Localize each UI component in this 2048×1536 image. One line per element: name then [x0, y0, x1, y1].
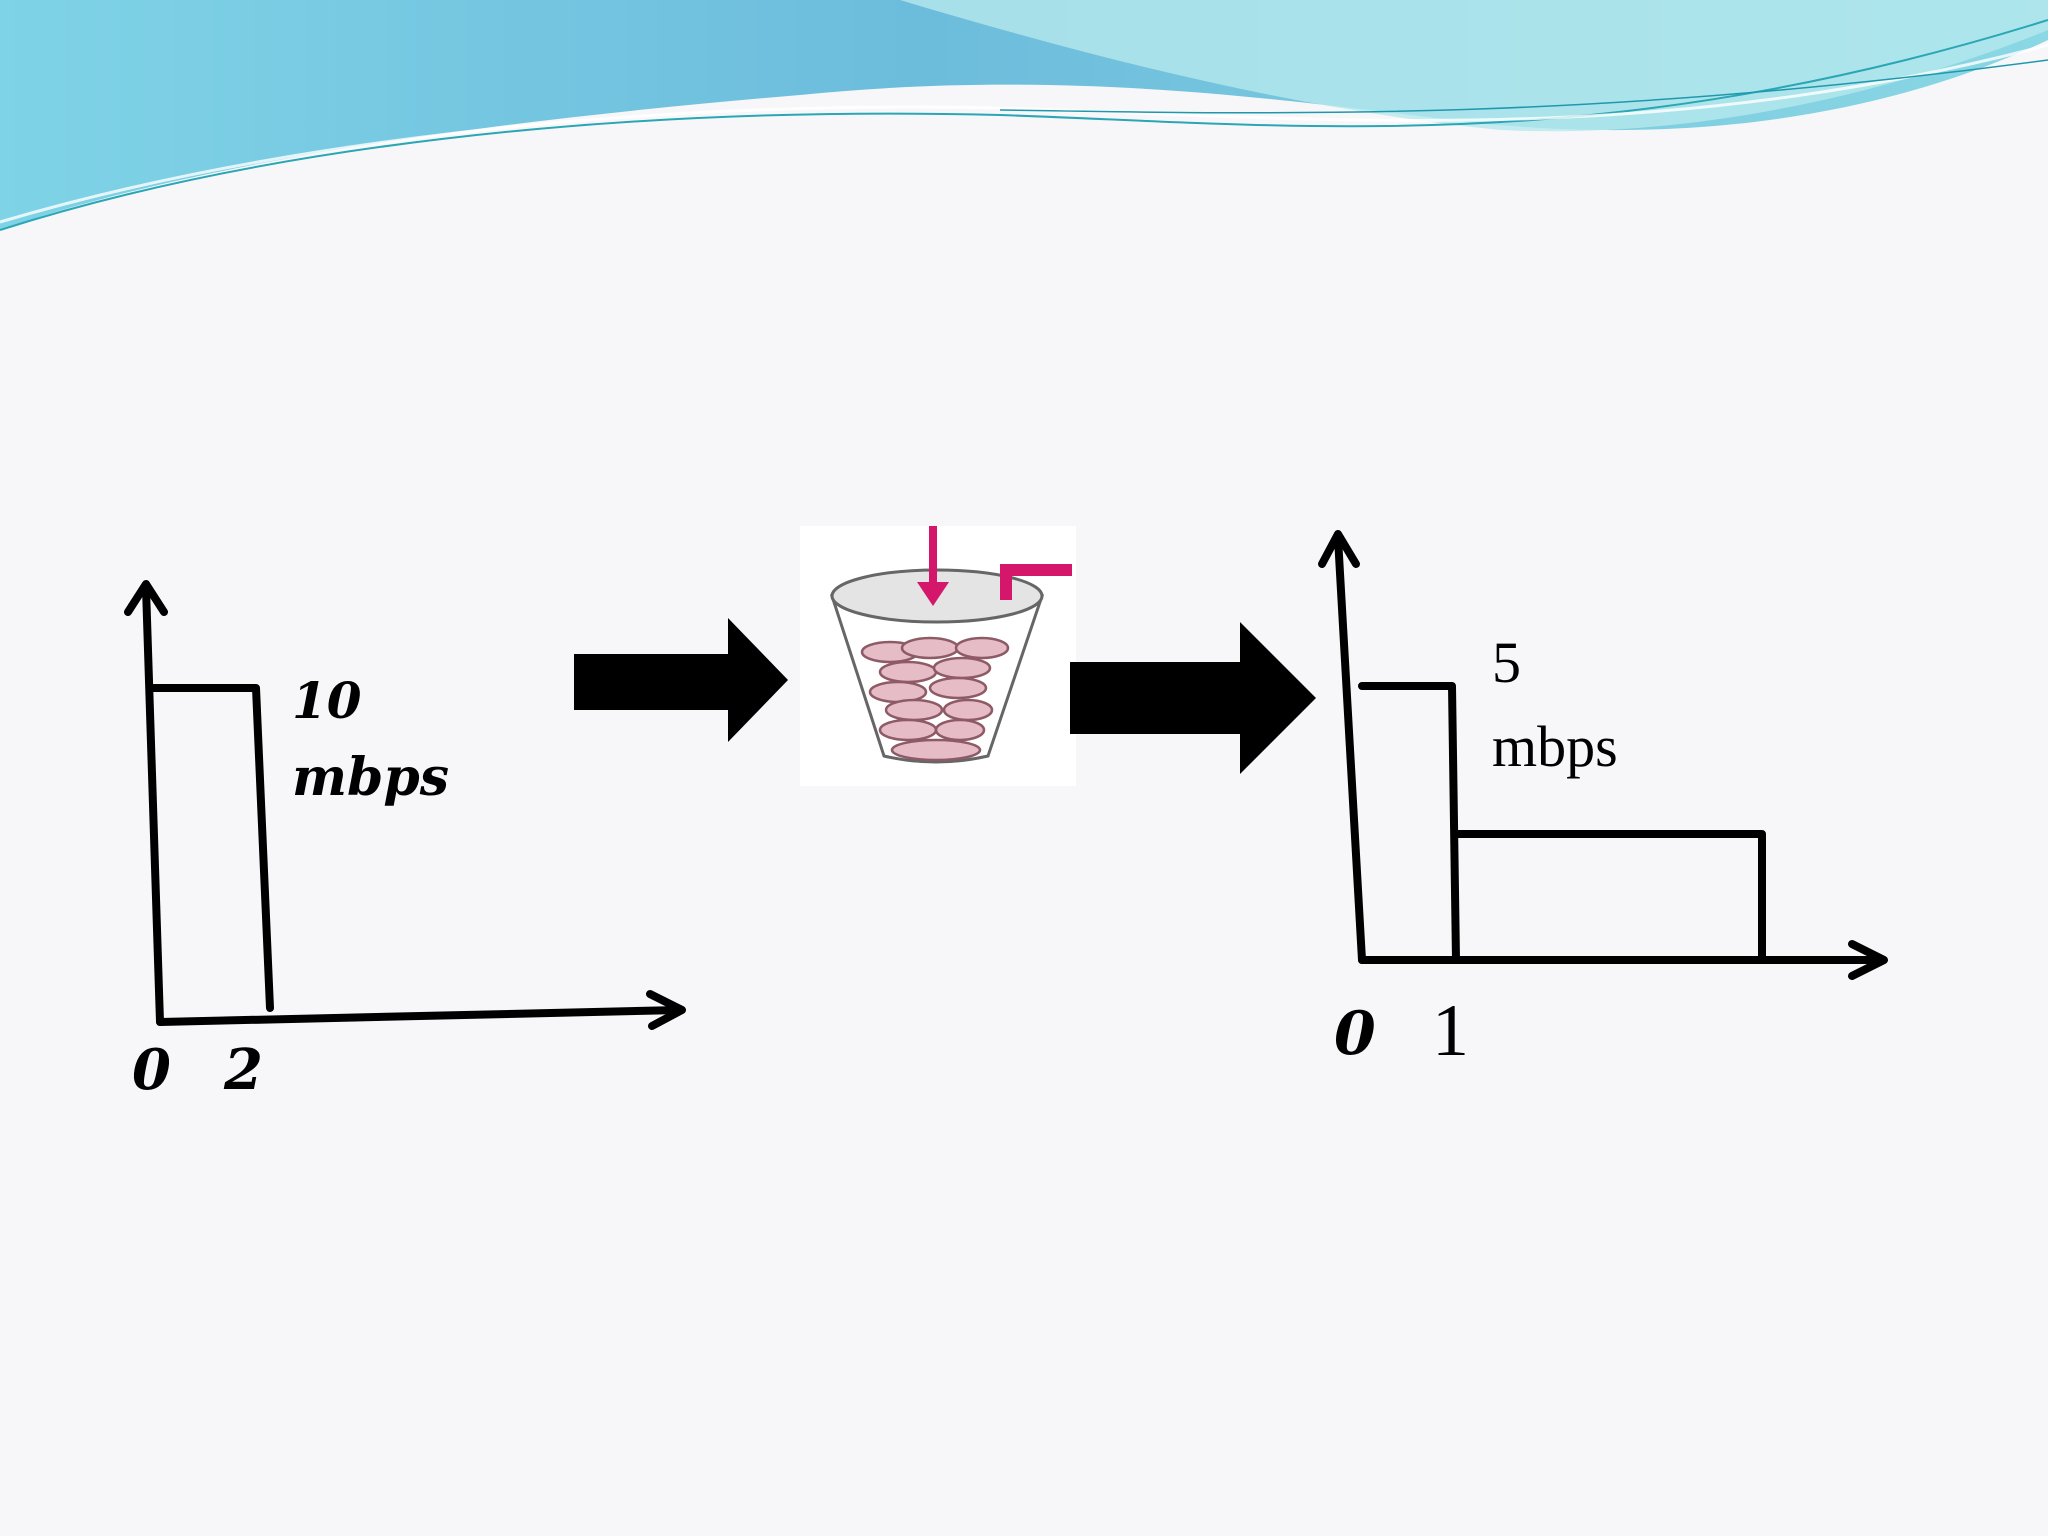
right-arrow-icon [1070, 622, 1316, 774]
input-rate-pulse [150, 684, 274, 1012]
output-graph [1318, 530, 1888, 980]
output-rate-pulse [1358, 682, 1460, 964]
output-rate-unit: mbps [1492, 714, 1618, 779]
right-arrow-icon [574, 618, 788, 742]
output-x-tick-end: 1 [1432, 990, 1469, 1072]
input-y-axis-arrowhead [124, 580, 168, 616]
input-graph [124, 580, 686, 1030]
input-x-tick-end: 2 [224, 1037, 263, 1103]
output-x-tick-start: 0 [1334, 999, 1376, 1069]
output-rate-value: 5 [1492, 630, 1521, 695]
output-y-axis [1334, 534, 1366, 964]
input-x-tick-start: 0 [132, 1037, 171, 1103]
output-x-axis-arrowhead [1848, 940, 1888, 980]
output-y-axis-arrowhead [1318, 530, 1360, 568]
input-x-axis [156, 1006, 684, 1026]
header-wave-decoration [0, 0, 2048, 231]
input-rate-unit: mbps [292, 747, 450, 808]
output-shaped-rate [1452, 830, 1766, 964]
input-y-axis [142, 584, 164, 1026]
token-bucket-icon [800, 526, 1076, 786]
input-rate-value: 10 [292, 671, 362, 730]
input-x-axis-arrowhead [646, 990, 686, 1030]
